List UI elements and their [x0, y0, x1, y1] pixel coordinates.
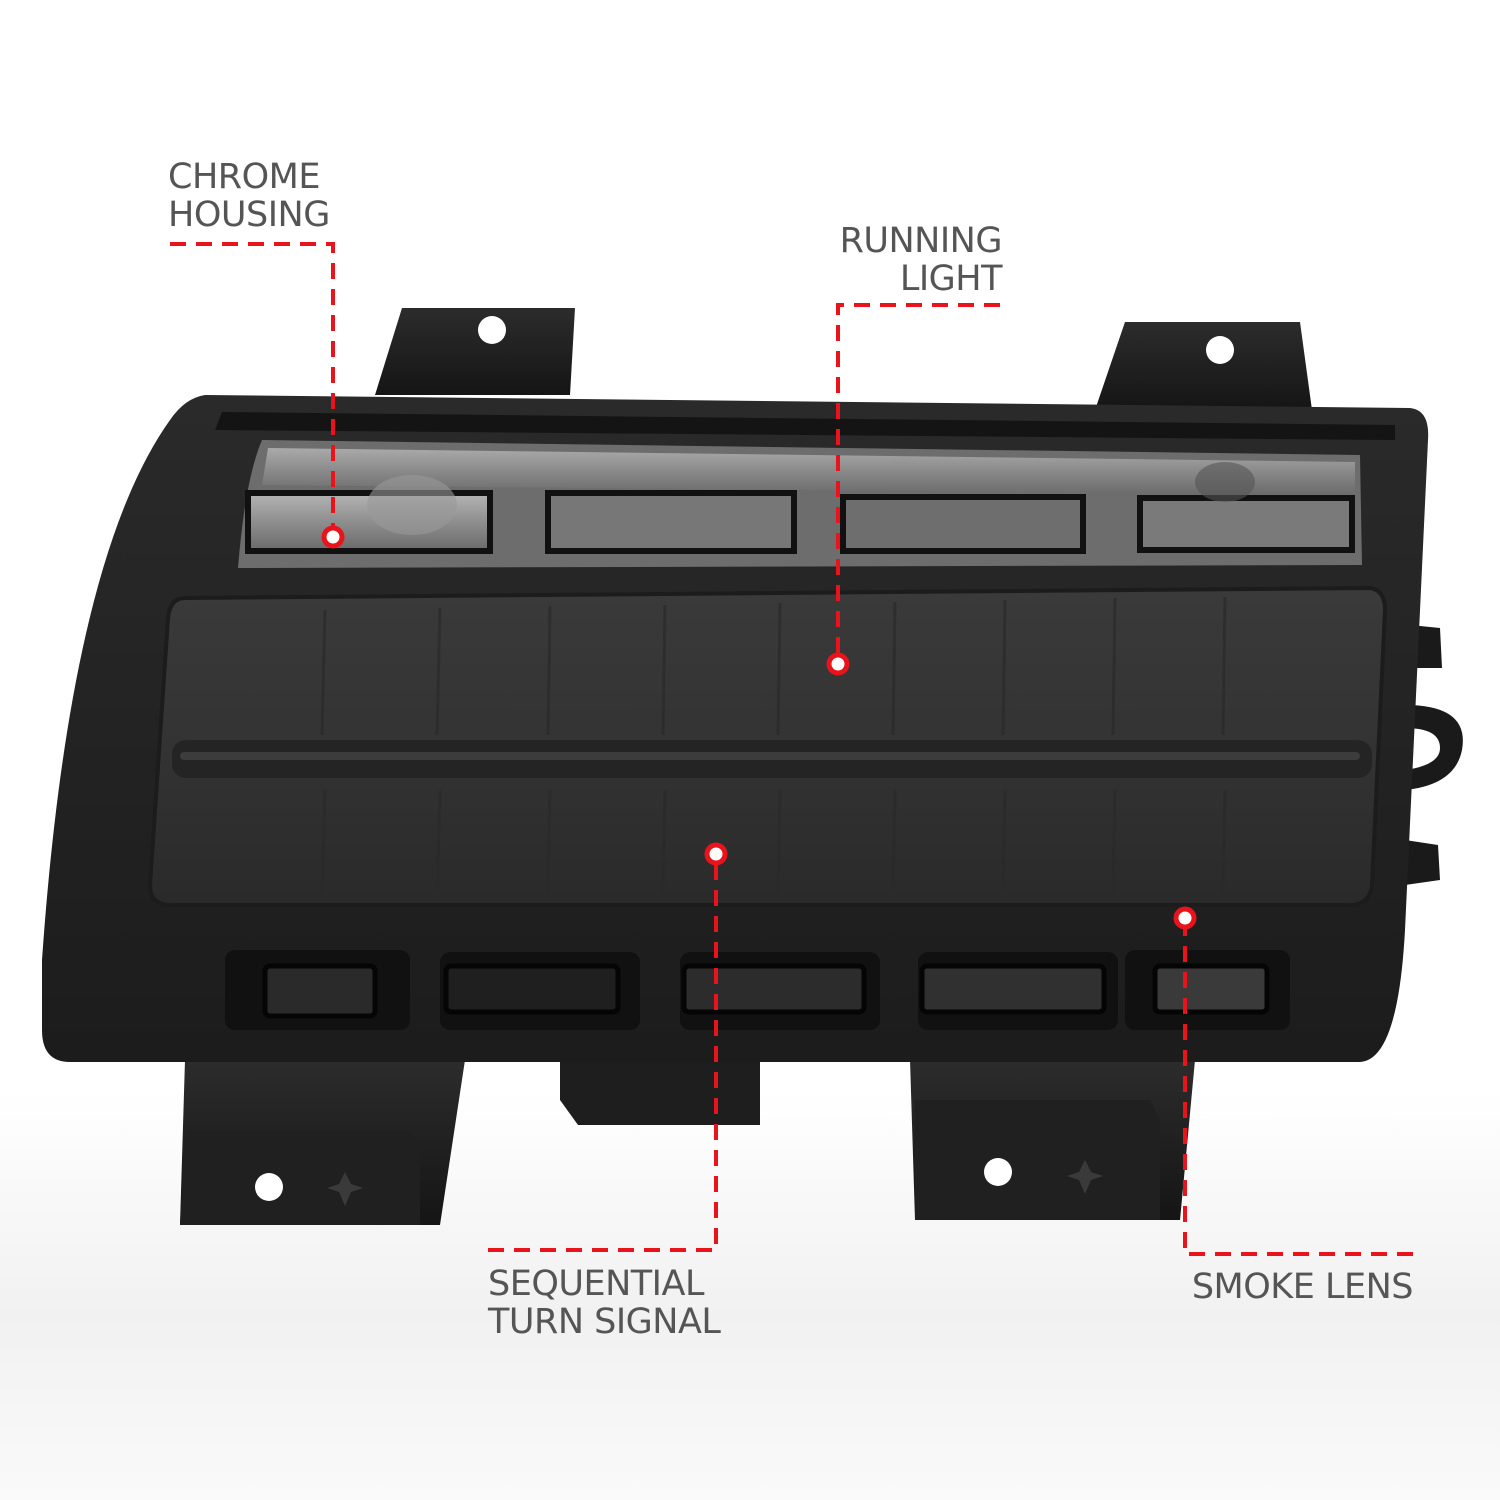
callout-dot-chrome-housing: [321, 525, 345, 549]
callout-line-smoke-lens: [1183, 918, 1413, 1256]
callout-layer: [170, 242, 1413, 1256]
bottom-mount-bracket-center: [560, 1060, 760, 1125]
label-smoke-lens: SMOKE LENS: [1191, 1267, 1414, 1307]
callout-line-chrome-housing: [170, 242, 335, 537]
sequential-led-row: [225, 950, 1290, 1030]
label-line: RUNNING: [839, 221, 1003, 261]
top-mount-bracket-right: [1095, 322, 1312, 410]
callout-dot-running-light: [826, 652, 850, 676]
top-mount-bracket-left: [375, 308, 575, 395]
label-line: TURN SIGNAL: [488, 1302, 721, 1342]
side-clips: [1405, 625, 1463, 885]
callout-line-running-light: [836, 303, 1000, 664]
label-line: LIGHT: [899, 259, 1003, 299]
chrome-housing-strip: [238, 440, 1362, 568]
label-line: SMOKE LENS: [1191, 1267, 1414, 1307]
bottom-mount-bracket-right: [910, 1060, 1195, 1220]
label-line: HOUSING: [168, 195, 330, 235]
smoke-lens-panel: [147, 585, 1388, 907]
callout-dot-sequential-turn-signal: [704, 842, 728, 866]
label-sequential-turn-signal: SEQUENTIAL TURN SIGNAL: [488, 1264, 721, 1342]
label-line: CHROME: [168, 157, 320, 197]
label-chrome-housing: CHROME HOUSING: [168, 158, 330, 234]
bottom-mount-bracket-left: [180, 1060, 465, 1225]
label-line: SEQUENTIAL: [488, 1264, 704, 1304]
label-running-light: RUNNING LIGHT: [839, 221, 1003, 299]
callout-dot-smoke-lens: [1173, 906, 1197, 930]
